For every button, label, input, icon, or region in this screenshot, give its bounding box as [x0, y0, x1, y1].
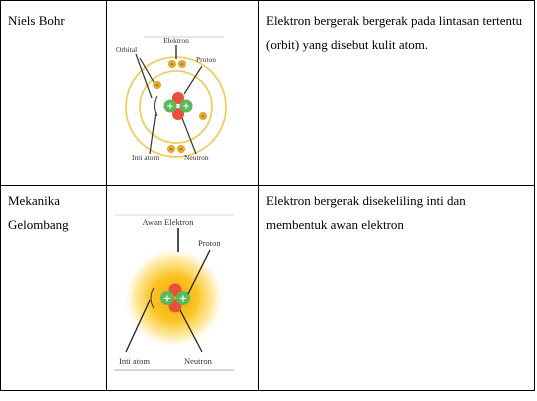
svg-text:+: +: [163, 294, 171, 305]
label-electron-cloud: Awan Elektron: [143, 217, 195, 227]
description-bohr: Elektron bergerak bergerak pada lintasan…: [266, 13, 523, 52]
label-electron: Elektron: [163, 36, 189, 45]
nucleus-icon: + +: [163, 92, 193, 120]
label-proton: Proton: [198, 238, 221, 248]
nucleus-icon: + +: [160, 283, 190, 313]
label-neutron: Neutron: [184, 153, 209, 162]
svg-text:–: –: [171, 61, 174, 68]
svg-text:–: –: [202, 113, 205, 120]
label-orbital: Orbital: [116, 45, 137, 54]
electron-icon: – – – – – –: [153, 60, 207, 153]
wave-mechanics-atom-diagram: + + Awan Elektron Proton Inti atom Neutr…: [114, 214, 234, 371]
table-border-top: [0, 0, 535, 1]
svg-text:–: –: [156, 82, 159, 89]
table-row-divider: [0, 185, 535, 186]
label-nucleus: Inti atom: [132, 153, 159, 162]
model-name-bohr: Niels Bohr: [8, 13, 65, 28]
model-name-line2: Gelombang: [8, 217, 69, 232]
table-border-bottom: [0, 390, 535, 391]
svg-text:+: +: [179, 294, 187, 305]
svg-text:+: +: [182, 102, 190, 112]
bohr-atom-diagram: + + – – – – – – Elektron Orbital P: [116, 36, 227, 162]
label-neutron: Neutron: [184, 356, 213, 366]
table-border-col1: [106, 0, 107, 391]
table-border-left: [0, 0, 1, 391]
svg-text:–: –: [180, 146, 183, 153]
label-proton: Proton: [196, 55, 216, 64]
model-name-wave-mechanics: Mekanika Gelombang: [8, 189, 103, 237]
svg-text:–: –: [181, 61, 184, 68]
inner-orbit: [139, 70, 213, 144]
svg-text:–: –: [170, 146, 173, 153]
model-name-line1: Mekanika: [8, 193, 60, 208]
svg-text:+: +: [166, 102, 174, 112]
label-nucleus: Inti atom: [119, 356, 150, 366]
table-border-right: [534, 0, 535, 391]
description-wave-mechanics: Elektron bergerak disekeliling inti dan …: [266, 193, 466, 232]
table-border-col2: [258, 0, 259, 391]
